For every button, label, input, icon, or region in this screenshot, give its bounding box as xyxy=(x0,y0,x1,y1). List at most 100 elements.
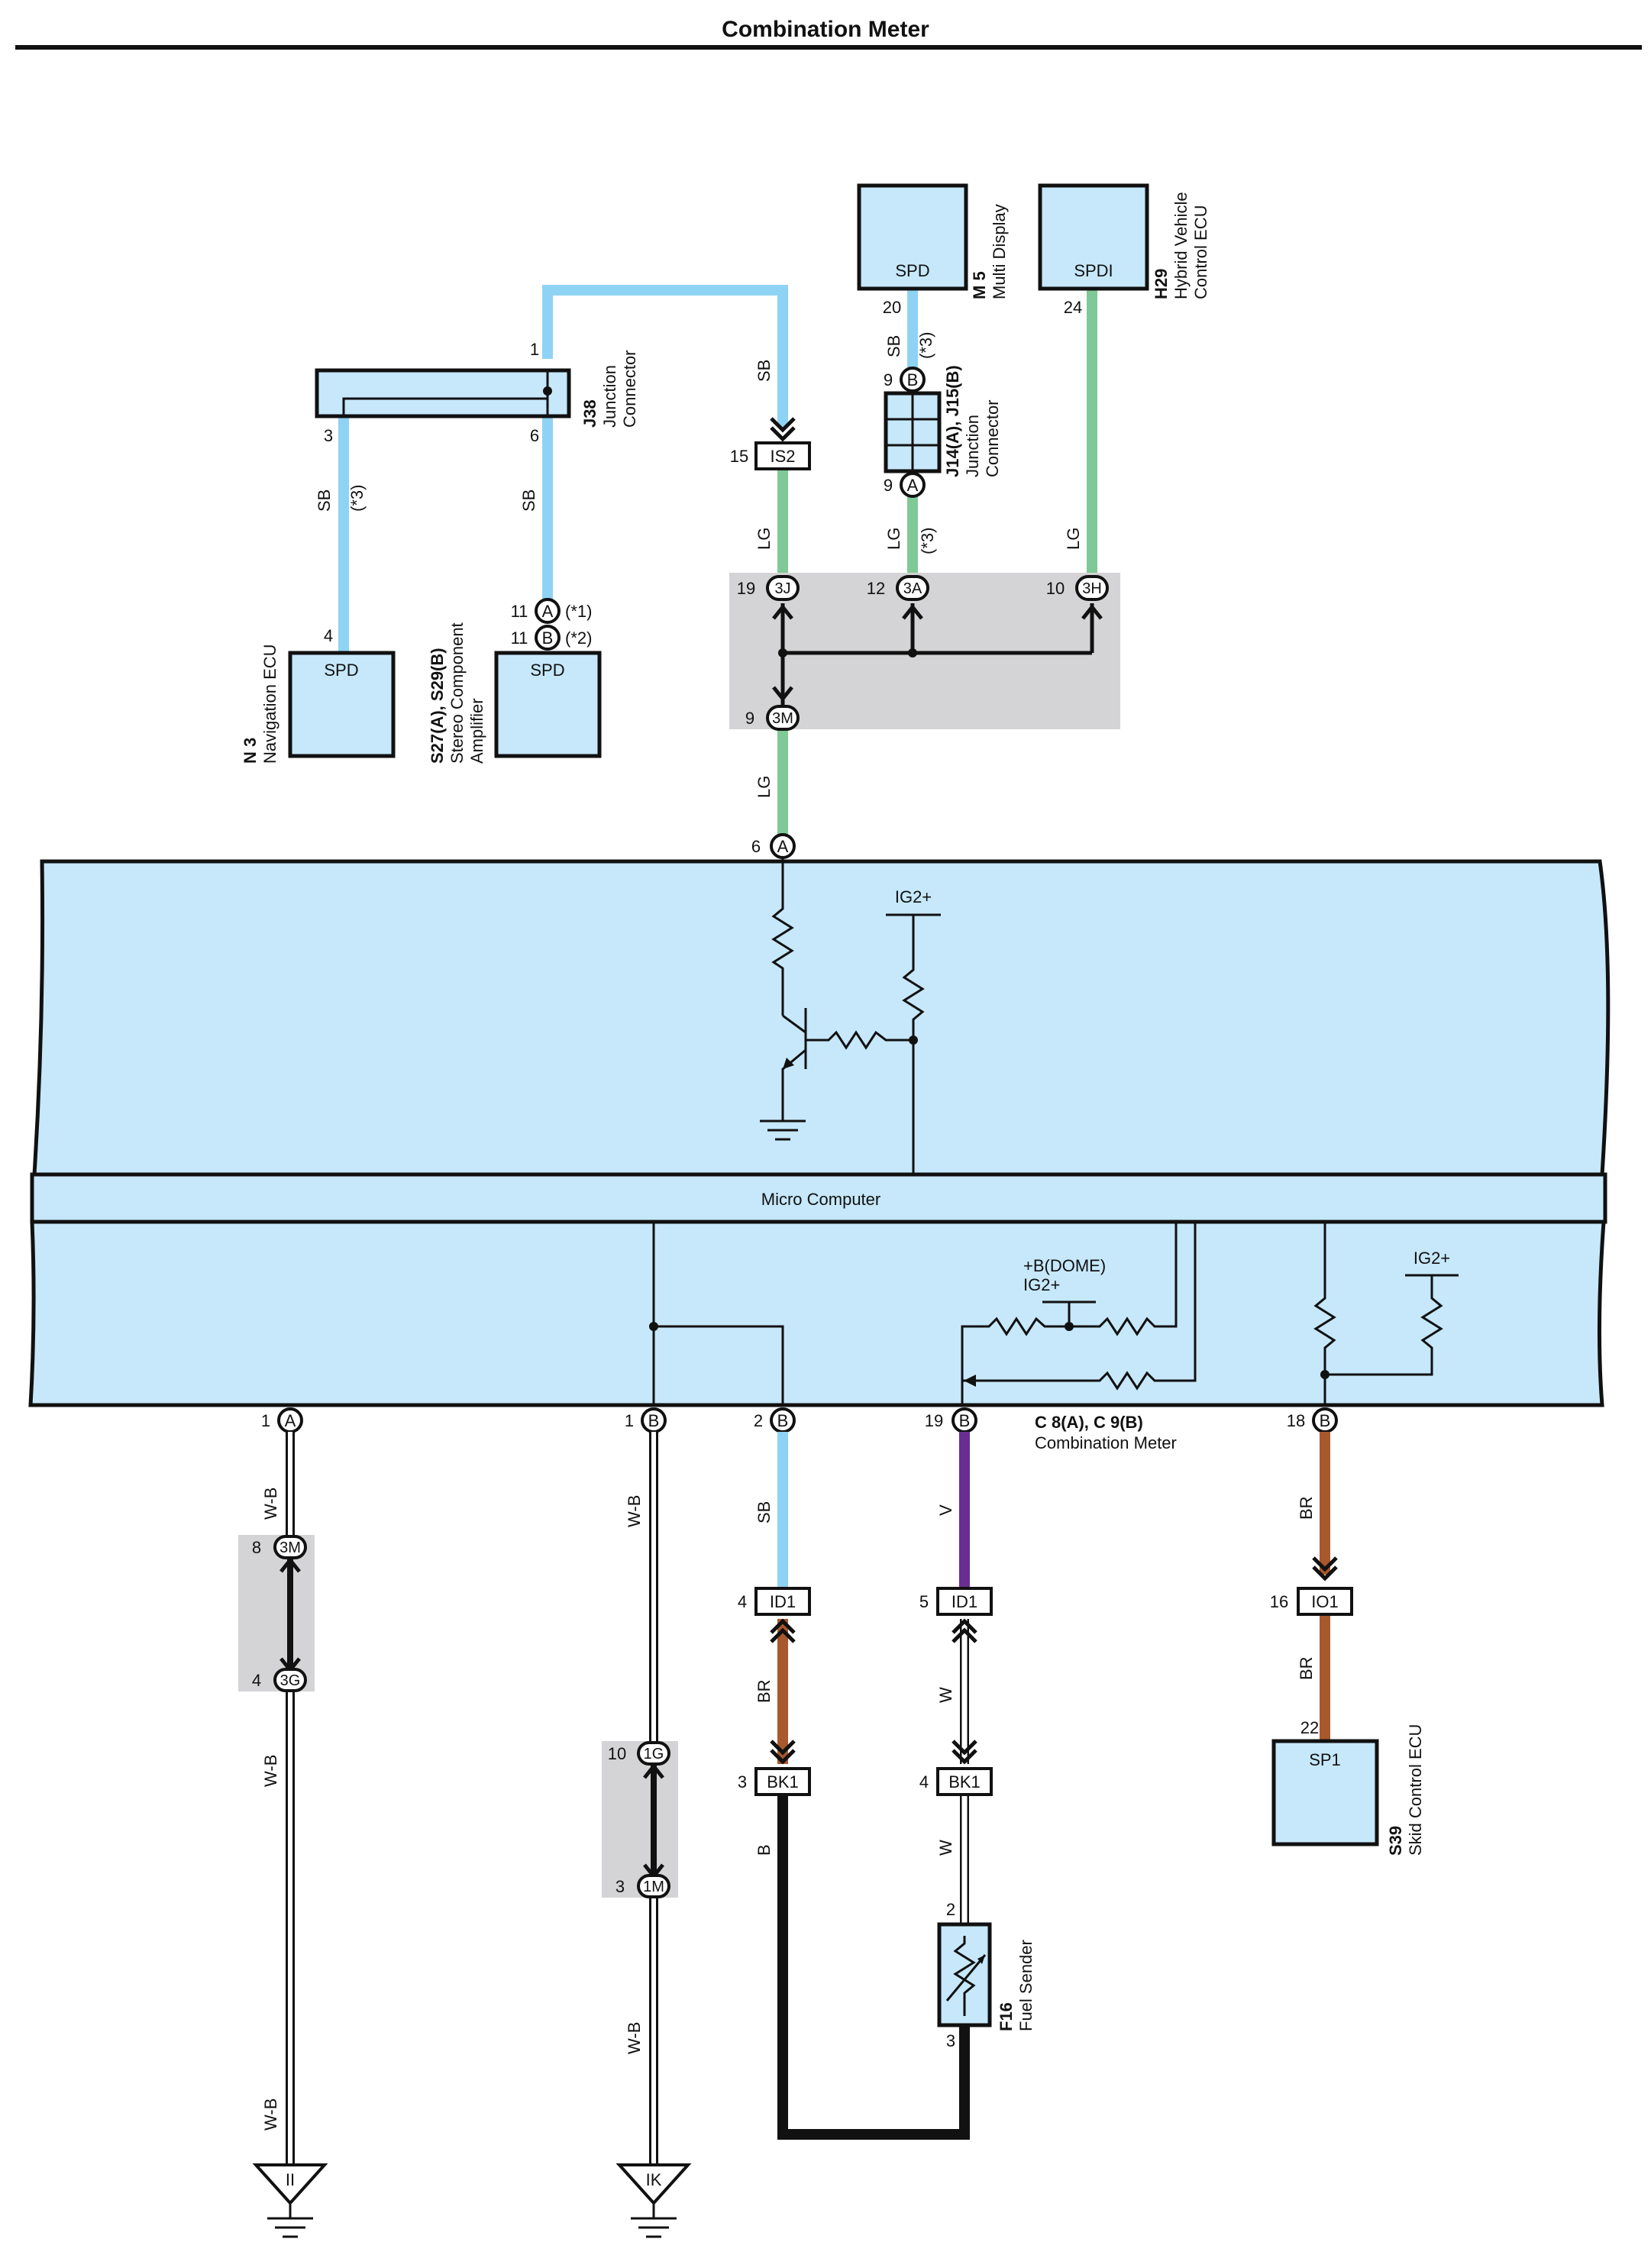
j14-id: J14(A), J15(B) xyxy=(943,365,962,477)
m5-name: Multi Display xyxy=(990,204,1009,299)
lower-node-1 xyxy=(649,1322,658,1331)
meter-upper-panel xyxy=(32,859,1611,1177)
j38-pin1: 1 xyxy=(530,340,539,359)
s39-name: Skid Control ECU xyxy=(1406,1724,1425,1856)
wire-label-w-2: W xyxy=(936,1840,955,1856)
j14-letter-bot: A xyxy=(907,476,919,495)
s39-pin-label: SP1 xyxy=(1309,1750,1341,1769)
s27-box xyxy=(494,651,602,758)
f16-name: Fuel Sender xyxy=(1016,1940,1036,2031)
h29-pin: 24 xyxy=(1064,298,1082,317)
wire-label-lg-1: LG xyxy=(754,528,774,550)
j14-name1: Junction xyxy=(963,415,982,477)
lower-arrow xyxy=(964,1375,976,1387)
svg-text:3: 3 xyxy=(738,1772,747,1791)
s39-id: S39 xyxy=(1386,1826,1405,1856)
svg-text:3G: 3G xyxy=(280,1672,301,1689)
svg-text:1: 1 xyxy=(261,1411,270,1430)
meter-id: C 8(A), C 9(B) xyxy=(1035,1413,1143,1432)
n3-pin-label: SPD xyxy=(324,661,358,680)
s27-note-a: (*1) xyxy=(565,602,592,621)
svg-text:B: B xyxy=(648,1411,660,1430)
svg-text:3M: 3M xyxy=(279,1539,301,1556)
s27-note-b: (*2) xyxy=(565,628,592,648)
junction-node-1 xyxy=(778,648,787,657)
meter-name: Combination Meter xyxy=(1035,1433,1177,1452)
wire-label-wb-3: W-B xyxy=(261,2098,280,2131)
wire-label-sb-3: SB xyxy=(519,489,538,512)
j14-grid xyxy=(886,393,939,471)
chev-bk1-b xyxy=(952,1740,977,1765)
lower-node-2 xyxy=(1065,1322,1074,1331)
f16-pin-top: 2 xyxy=(946,1900,955,1919)
svg-text:4: 4 xyxy=(252,1671,261,1690)
chev-io1 xyxy=(1312,1556,1338,1581)
chev-id1-a xyxy=(770,1618,796,1643)
meter-bottom-pin-4: B 19 xyxy=(925,1407,977,1433)
j38-name1: Junction xyxy=(600,365,619,428)
wire-label-br-3: BR xyxy=(1297,1656,1316,1680)
s27-name2: Amplifier xyxy=(467,698,486,764)
micro-computer-label: Micro Computer xyxy=(761,1190,880,1209)
wire-label-lg-4: LG xyxy=(754,776,774,798)
splice-block-1 xyxy=(238,1535,315,1691)
m5-box xyxy=(857,183,968,291)
dome-label: +B(DOME) xyxy=(1023,1256,1106,1275)
s27-pin-a-num: 11 xyxy=(511,602,528,621)
j14-pin-bot xyxy=(900,472,926,498)
j14-letter-top: B xyxy=(907,370,919,389)
h29-box xyxy=(1038,183,1149,291)
m5-pin-label: SPD xyxy=(895,261,929,280)
wire-label-br-1: BR xyxy=(754,1679,774,1703)
j14-pin-top xyxy=(900,367,926,393)
svg-text:3M: 3M xyxy=(772,710,793,727)
svg-text:BK1: BK1 xyxy=(767,1772,799,1791)
is2-box xyxy=(754,441,811,470)
lower-node-3 xyxy=(1320,1370,1330,1379)
conn-bk1-b: BK1 4 xyxy=(919,1767,993,1796)
svg-text:10: 10 xyxy=(608,1744,626,1763)
is2-chevron xyxy=(770,417,796,442)
svg-text:12: 12 xyxy=(867,579,885,598)
wire-label-wb-4: W-B xyxy=(625,1495,644,1527)
s27-pin-a xyxy=(535,598,561,624)
meter-lower-panel xyxy=(28,1220,1606,1407)
n3-name: Navigation ECU xyxy=(260,644,279,764)
h29-pin-label: SPDI xyxy=(1074,261,1113,280)
wire-label-lg-2: LG xyxy=(884,528,903,550)
junction-pin-3m: 3M 9 xyxy=(745,705,800,731)
svg-text:II: II xyxy=(286,2170,295,2189)
h29-name1: Hybrid Vehicle xyxy=(1171,192,1191,299)
wire-label-wb-5: W-B xyxy=(625,2022,644,2054)
meter-bottom-pin-2: B 1 xyxy=(625,1407,667,1433)
j38-node xyxy=(543,386,552,396)
wire-label-b: B xyxy=(754,1844,774,1856)
svg-text:3H: 3H xyxy=(1082,580,1102,597)
wire-label-br-2: BR xyxy=(1297,1496,1316,1520)
j38-name2: Connector xyxy=(620,350,639,428)
meter-bottom-pin-3: B 2 xyxy=(754,1407,796,1433)
ig2-right-label: IG2+ xyxy=(1414,1249,1450,1268)
chev-id1-b xyxy=(952,1618,977,1643)
svg-text:IK: IK xyxy=(646,2170,662,2189)
svg-text:B: B xyxy=(1320,1411,1331,1430)
page-title: Combination Meter xyxy=(722,17,929,42)
meter-bottom-pin-1: A 1 xyxy=(261,1407,303,1433)
s27-id: S27(A), S29(B) xyxy=(428,648,447,764)
splice-pin-1m: 1M 3 xyxy=(615,1874,670,1898)
f16-pin-bot: 3 xyxy=(946,2031,955,2050)
svg-text:19: 19 xyxy=(737,579,755,598)
svg-text:5: 5 xyxy=(919,1592,929,1611)
j38-pin6: 6 xyxy=(530,426,539,445)
wire-note-3-lg: (*3) xyxy=(918,528,937,554)
wire-label-wb-1: W-B xyxy=(261,1488,280,1520)
svg-text:16: 16 xyxy=(1270,1592,1288,1611)
j14-pin-bot-num: 9 xyxy=(884,476,893,495)
wire-label-lg-3: LG xyxy=(1064,528,1083,550)
s39-box xyxy=(1271,1739,1379,1846)
svg-text:B: B xyxy=(959,1411,971,1430)
s27-pin-a-letter: A xyxy=(542,602,554,621)
n3-box xyxy=(288,651,396,758)
j38-box xyxy=(315,368,571,418)
